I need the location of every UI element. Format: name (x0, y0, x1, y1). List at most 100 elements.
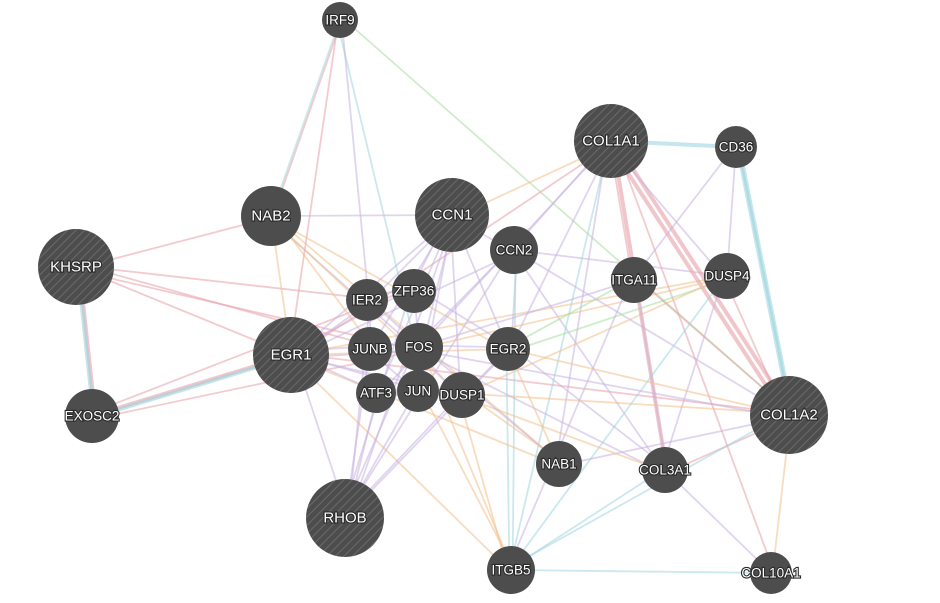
edge-dusp4-fos (419, 276, 728, 350)
node-label: JUNB (352, 342, 387, 357)
node-itgb5[interactable]: ITGB5 (487, 546, 535, 594)
edge-cd36-itga11 (632, 145, 736, 280)
node-egr2[interactable]: EGR2 (486, 327, 530, 371)
node-circle[interactable] (322, 2, 358, 38)
node-circle[interactable] (704, 253, 750, 299)
node-fos[interactable]: FOS (395, 323, 443, 371)
edge-khsrp-egr1 (75, 266, 292, 356)
node-exosc2[interactable]: EXOSC2 (64, 389, 120, 443)
node-label: RHOB (323, 510, 366, 527)
edge-col1a1-col10a1 (613, 139, 775, 573)
node-circle[interactable] (750, 552, 792, 594)
node-circle[interactable] (65, 389, 119, 443)
edge-col1a2-egr2 (507, 348, 790, 416)
node-label: NAB1 (541, 457, 576, 472)
node-label: CCN1 (432, 207, 473, 224)
node-atf3[interactable]: ATF3 (356, 373, 396, 413)
node-circle[interactable] (574, 104, 648, 178)
edge-itga11-col3a1 (634, 279, 668, 470)
node-jun[interactable]: JUN (397, 370, 439, 412)
node-circle[interactable] (346, 279, 388, 321)
node-khsrp[interactable]: KHSRP (38, 229, 114, 305)
edge-col3a1-egr2 (509, 345, 668, 469)
edge-dusp4-itgb5 (508, 274, 727, 570)
node-label: DUSP1 (439, 388, 484, 403)
node-rhob[interactable]: RHOB (306, 479, 384, 557)
node-label: ITGA11 (611, 273, 657, 288)
edge-col1a2-nab1 (559, 415, 790, 467)
node-circle[interactable] (611, 257, 657, 303)
edge-khsrp-junb (76, 263, 372, 347)
edge-irf9-ier2 (340, 19, 370, 300)
node-nab1[interactable]: NAB1 (536, 441, 582, 487)
node-dusp4[interactable]: DUSP4 (703, 253, 751, 299)
node-circle[interactable] (392, 269, 436, 313)
node-nab2[interactable]: NAB2 (241, 186, 301, 246)
edge-ccn2-col1a2 (513, 249, 790, 416)
node-dusp1[interactable]: DUSP1 (438, 372, 486, 418)
edge-col1a1-nab1 (554, 140, 609, 464)
node-col10a1[interactable]: COL10A1 (740, 552, 802, 594)
edge-itgb5-dusp1 (458, 395, 509, 572)
node-label: IER2 (352, 293, 382, 308)
edge-irf9-nab2 (270, 19, 341, 217)
edge-col1a2-fos (418, 349, 789, 420)
edge-irf9-nab2 (271, 20, 343, 217)
node-circle[interactable] (750, 376, 828, 454)
node-circle[interactable] (715, 126, 757, 168)
node-circle[interactable] (642, 447, 688, 493)
node-label: ZFP36 (394, 284, 435, 299)
node-col1a2[interactable]: COL1A2 (750, 376, 828, 454)
edge-itga11-egr2 (506, 277, 634, 349)
node-label: EGR2 (490, 342, 527, 357)
edge-itgb5-col10a1 (510, 569, 772, 574)
edge-egr1-itgb5 (289, 355, 511, 572)
node-circle[interactable] (487, 546, 535, 594)
node-circle[interactable] (395, 323, 443, 371)
edge-col1a2-dusp1 (462, 392, 790, 415)
node-label: COL1A2 (760, 407, 818, 424)
node-itga11[interactable]: ITGA11 (610, 257, 658, 303)
edge-col3a1-fos (417, 349, 664, 474)
node-circle[interactable] (397, 370, 439, 412)
edge-itga11-fos (418, 279, 635, 348)
node-circle[interactable] (241, 186, 301, 246)
node-col3a1[interactable]: COL3A1 (638, 447, 692, 493)
node-circle[interactable] (306, 479, 384, 557)
node-ier2[interactable]: IER2 (346, 279, 388, 321)
node-irf9[interactable]: IRF9 (322, 2, 358, 38)
node-label: KHSRP (50, 259, 102, 276)
edge-ccn2-col3a1 (511, 250, 665, 472)
node-label: JUN (405, 384, 431, 399)
node-circle[interactable] (490, 226, 538, 274)
edge-col1a1-itgb5 (508, 140, 611, 570)
node-circle[interactable] (415, 178, 489, 252)
node-label: FOS (405, 340, 433, 355)
node-junb[interactable]: JUNB (348, 327, 392, 371)
node-zfp36[interactable]: ZFP36 (392, 269, 436, 313)
edge-irf9-egr1 (288, 19, 340, 355)
node-circle[interactable] (356, 373, 396, 413)
edge-itgb5-egr2 (505, 349, 511, 571)
node-circle[interactable] (536, 441, 582, 487)
node-label: NAB2 (251, 208, 290, 225)
node-ccn2[interactable]: CCN2 (490, 226, 538, 274)
node-col1a1[interactable]: COL1A1 (574, 104, 648, 178)
node-circle[interactable] (439, 372, 485, 418)
node-label: COL3A1 (639, 463, 691, 478)
node-circle[interactable] (486, 327, 530, 371)
node-label: EXOSC2 (65, 409, 120, 424)
edge-itga11-itgb5 (507, 278, 632, 570)
node-cd36[interactable]: CD36 (715, 126, 757, 168)
node-ccn1[interactable]: CCN1 (415, 178, 489, 252)
node-egr1[interactable]: EGR1 (253, 317, 329, 393)
edge-col3a1-itgb5 (509, 467, 665, 570)
node-circle[interactable] (348, 327, 392, 371)
node-label: IRF9 (325, 13, 354, 28)
node-label: DUSP4 (704, 269, 750, 284)
node-circle[interactable] (38, 229, 114, 305)
edge-ccn1-rhob (347, 215, 456, 520)
node-circle[interactable] (253, 317, 329, 393)
node-label: CCN2 (496, 243, 533, 258)
